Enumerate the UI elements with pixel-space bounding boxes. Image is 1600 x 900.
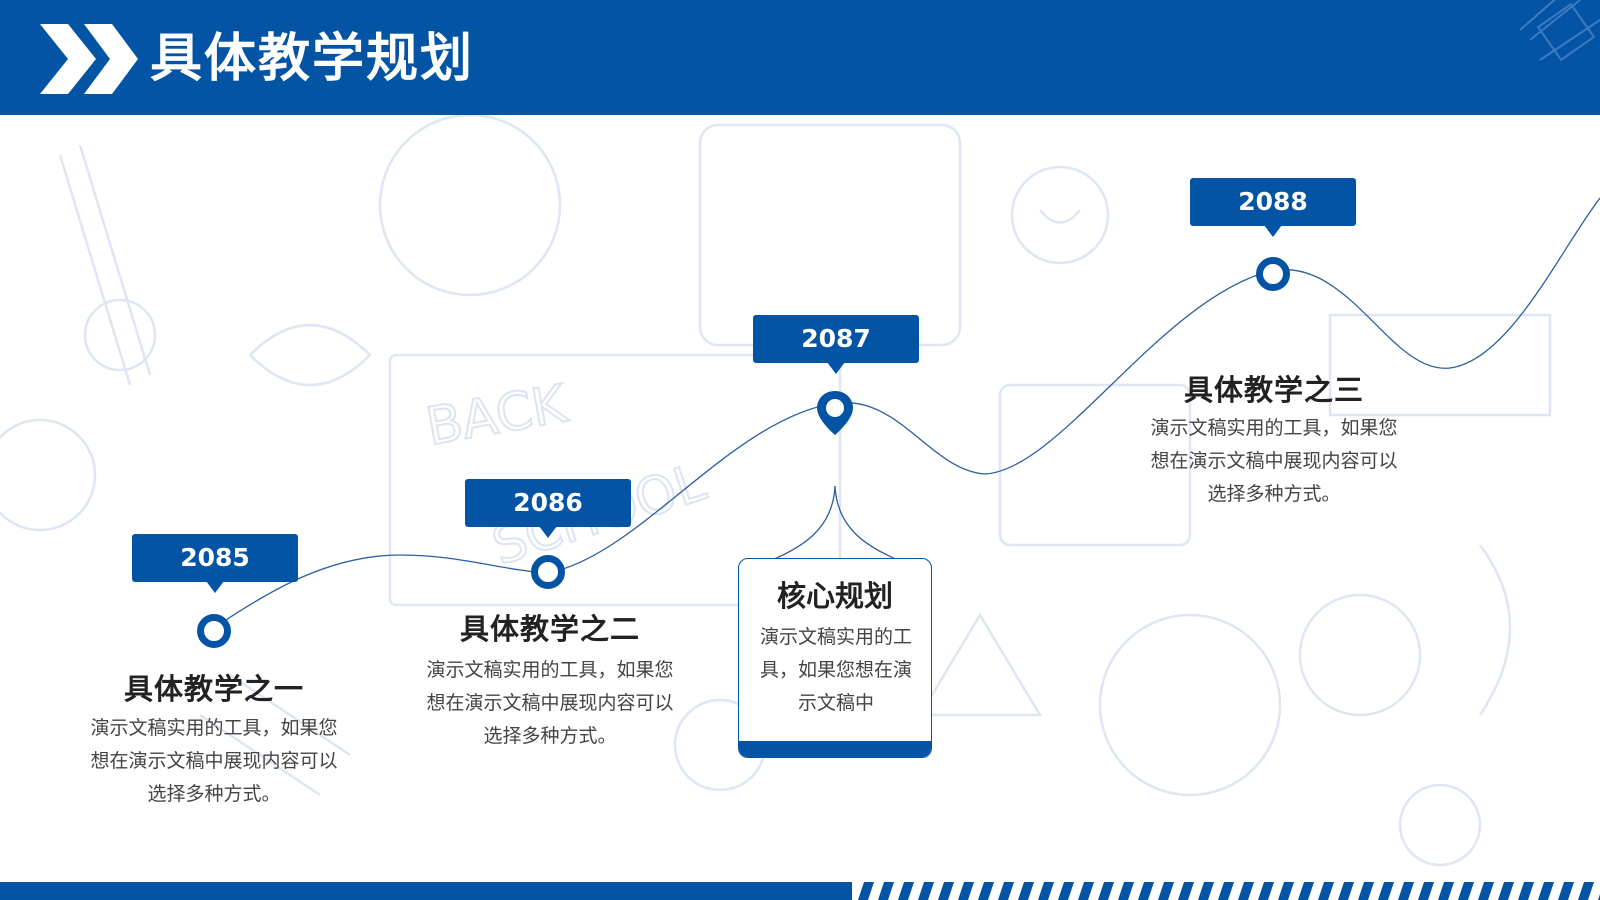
- footer-stripe-segment: [1138, 882, 1154, 900]
- item-title: 具体教学之三: [1183, 373, 1364, 407]
- footer-stripe-segment: [998, 882, 1014, 900]
- item-title: 具体教学之二: [459, 612, 640, 646]
- footer-stripe-segment: [1558, 882, 1574, 900]
- core-plan-card: 核心规划 演示文稿实用的工具，如果您想在演示文稿中: [738, 558, 932, 758]
- footer-stripe-segment: [1458, 882, 1474, 900]
- footer-stripe-segment: [1278, 882, 1294, 900]
- year-label-2087: 2087: [753, 315, 919, 374]
- footer-stripe-segment: [1318, 882, 1334, 900]
- core-card-title: 核心规划: [776, 579, 893, 613]
- chevron-right-icon: [40, 24, 138, 94]
- item-description: 演示文稿实用的工具，如果您想在演示文稿中展现内容可以选择多种方式。: [90, 717, 338, 805]
- footer-stripe-segment: [1358, 882, 1374, 900]
- header-bar: 具体教学规划: [0, 0, 1600, 115]
- timeline-node: [1256, 257, 1290, 291]
- year-label-2088: 2088: [1190, 178, 1356, 237]
- footer-stripe-segment: [1418, 882, 1434, 900]
- footer-stripe-segment: [878, 882, 894, 900]
- footer-stripe-segment: [958, 882, 974, 900]
- footer-stripe-segment: [1238, 882, 1254, 900]
- item-description: 演示文稿实用的工具，如果您想在演示文稿中展现内容可以选择多种方式。: [426, 659, 674, 747]
- year-label-2086: 2086: [465, 479, 631, 538]
- footer-stripe-segment: [1078, 882, 1094, 900]
- footer-stripe-segment: [1518, 882, 1534, 900]
- footer-stripe-segment: [938, 882, 954, 900]
- footer-stripe-segment: [978, 882, 994, 900]
- item-title: 具体教学之一: [123, 672, 304, 706]
- timeline-node: [531, 555, 565, 589]
- header-corner-decoration: [1519, 0, 1600, 62]
- footer-stripe-segment: [1178, 882, 1194, 900]
- core-card-bar: [739, 741, 931, 757]
- footer-stripe-segment: [858, 882, 874, 900]
- footer-stripe-segment: [1298, 882, 1314, 900]
- footer-stripe-segment: [1218, 882, 1234, 900]
- footer-stripe-segment: [1378, 882, 1394, 900]
- footer-stripe-segment: [1578, 882, 1594, 900]
- year-label-2085: 2085: [132, 534, 298, 593]
- footer-stripe-segment: [1538, 882, 1554, 900]
- timeline-node: [197, 614, 231, 648]
- item-description: 演示文稿实用的工具，如果您想在演示文稿中展现内容可以选择多种方式。: [1150, 417, 1398, 505]
- footer-stripe-segment: [1438, 882, 1454, 900]
- location-pin-icon: [817, 391, 853, 435]
- footer-stripe-segment: [1498, 882, 1514, 900]
- footer-stripe-segment: [1198, 882, 1214, 900]
- footer-stripe-segment: [1258, 882, 1274, 900]
- core-card-description: 演示文稿实用的工具，如果您想在演示文稿中: [759, 626, 912, 714]
- footer-stripe-segment: [1478, 882, 1494, 900]
- footer-stripe-segment: [1158, 882, 1174, 900]
- footer-stripe-segment: [1398, 882, 1414, 900]
- footer-stripe-segment: [1058, 882, 1074, 900]
- footer-stripe-segment: [1338, 882, 1354, 900]
- footer-stripe-segment: [1118, 882, 1134, 900]
- footer-stripe-segment: [898, 882, 914, 900]
- footer-stripe-segment: [1038, 882, 1054, 900]
- footer-stripe-segment: [918, 882, 934, 900]
- footer-stripe-segment: [1098, 882, 1114, 900]
- page-title: 具体教学规划: [150, 29, 475, 89]
- footer-stripe-segment: [1018, 882, 1034, 900]
- footer-stripe: [0, 882, 1600, 900]
